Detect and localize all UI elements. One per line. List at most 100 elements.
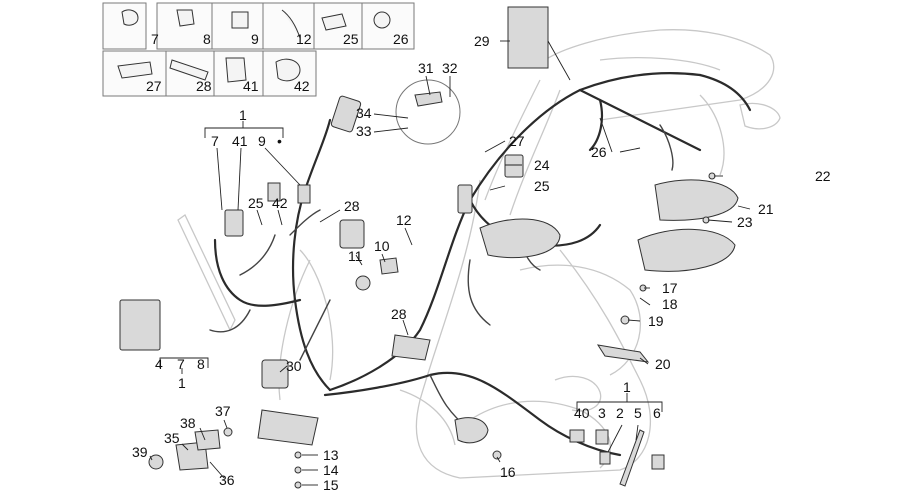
callout-12-mid: 12: [396, 212, 412, 228]
connector-top-left: [330, 95, 362, 133]
callout-28-grid: 28: [196, 78, 212, 94]
callout-31: 31: [418, 60, 434, 76]
bullet-marker: •: [277, 133, 282, 149]
callout-23: 23: [737, 214, 753, 230]
tie-12-part: [281, 9, 301, 39]
instrument-cluster: [479, 218, 561, 259]
callout-9-group: 9: [258, 133, 266, 149]
clip-8-part: [176, 9, 195, 27]
sensor-near-16: [454, 417, 489, 444]
sleeve-28-part: [169, 59, 209, 81]
connector-28-mid: [391, 334, 431, 361]
detail-circle: [395, 79, 461, 145]
callout-39: 39: [132, 444, 148, 460]
screw-19: [620, 315, 630, 325]
parts-grid: [102, 2, 415, 97]
callout-28-mid: 28: [391, 306, 407, 322]
callout-42-left: 42: [272, 195, 288, 211]
relay-30: [261, 359, 289, 389]
callout-6: 6: [653, 405, 661, 421]
connector-28-left: [339, 219, 365, 249]
callout-3: 3: [598, 405, 606, 421]
callout-21: 21: [758, 201, 774, 217]
bracket-38: [194, 429, 221, 451]
callout-7-grid: 7: [151, 31, 159, 47]
switch-10: [379, 257, 399, 275]
callout-8-bottom: 8: [197, 356, 205, 372]
callout-41-group: 41: [232, 133, 248, 149]
bracket-31: [414, 91, 443, 107]
bracket-23: [637, 228, 736, 272]
callout-11: 11: [348, 248, 363, 264]
nut-15: [294, 481, 302, 489]
callout-25-mid: 25: [534, 178, 550, 194]
screw-16: [492, 450, 502, 460]
connector-42-left: [267, 182, 281, 202]
callout-22: 22: [815, 168, 831, 184]
callout-25-grid: 25: [343, 31, 359, 47]
callout-42-grid: 42: [294, 78, 310, 94]
callout-36: 36: [219, 472, 235, 488]
callout-27-grid: 27: [146, 78, 162, 94]
callout-38: 38: [180, 415, 196, 431]
callout-7-group: 7: [211, 133, 219, 149]
callout-33: 33: [356, 123, 372, 139]
fuse-40: [569, 429, 585, 443]
callout-12-grid: 12: [296, 31, 312, 47]
callout-30: 30: [286, 358, 302, 374]
fuse-box-4: [119, 299, 161, 351]
callout-15: 15: [323, 477, 339, 493]
callout-41-grid: 41: [243, 78, 259, 94]
callout-17: 17: [662, 280, 678, 296]
callout-29: 29: [474, 33, 490, 49]
callout-4: 4: [155, 356, 163, 372]
fuse-3: [595, 429, 609, 445]
callout-26-mid: 26: [591, 144, 607, 160]
callout-25-left: 25: [248, 195, 264, 211]
cover-21: [654, 179, 739, 221]
callout-19: 19: [648, 313, 664, 329]
callout-20: 20: [655, 356, 671, 372]
callout-7-bottom: 7: [177, 356, 185, 372]
clamp-42-part: [275, 58, 301, 82]
callout-10: 10: [374, 238, 390, 254]
panel-29: [507, 6, 549, 69]
fuse-5: [619, 429, 645, 487]
ecu-module: [257, 409, 319, 446]
screw-13: [294, 451, 302, 459]
callout-14: 14: [323, 462, 339, 478]
callout-1-bottom-right: 1: [623, 379, 631, 395]
callout-34: 34: [356, 105, 372, 121]
harness-components: [119, 6, 739, 489]
callout-16: 16: [500, 464, 516, 480]
callout-1-top: 1: [239, 107, 247, 123]
callout-5: 5: [634, 405, 642, 421]
clip-9-part: [231, 11, 249, 29]
connector-9: [297, 184, 311, 204]
grid-cell-7: [102, 2, 147, 50]
callout-26-grid: 26: [393, 31, 409, 47]
callout-28-left: 28: [344, 198, 360, 214]
strap-20: [596, 344, 650, 363]
callout-32: 32: [442, 60, 458, 76]
callout-1-bottom-left: 1: [178, 375, 186, 391]
leader-lines: [149, 40, 751, 486]
scooter-body-outline: [177, 29, 781, 479]
grommet-26-part: [373, 11, 391, 29]
clamp-41-part: [225, 57, 247, 83]
callout-18: 18: [662, 296, 678, 312]
callout-13: 13: [323, 447, 339, 463]
washer-14: [294, 466, 302, 474]
callout-37: 37: [215, 403, 231, 419]
grommet-11: [355, 275, 371, 291]
part-39: [148, 454, 164, 470]
callout-40: 40: [574, 405, 590, 421]
connector-24: [504, 154, 524, 178]
clip-7-part: [121, 9, 139, 26]
callout-35: 35: [164, 430, 180, 446]
clip-25-part: [321, 13, 347, 31]
connector-41: [224, 209, 244, 237]
connector-27-mid: [457, 184, 473, 214]
fuse-6: [651, 454, 665, 470]
